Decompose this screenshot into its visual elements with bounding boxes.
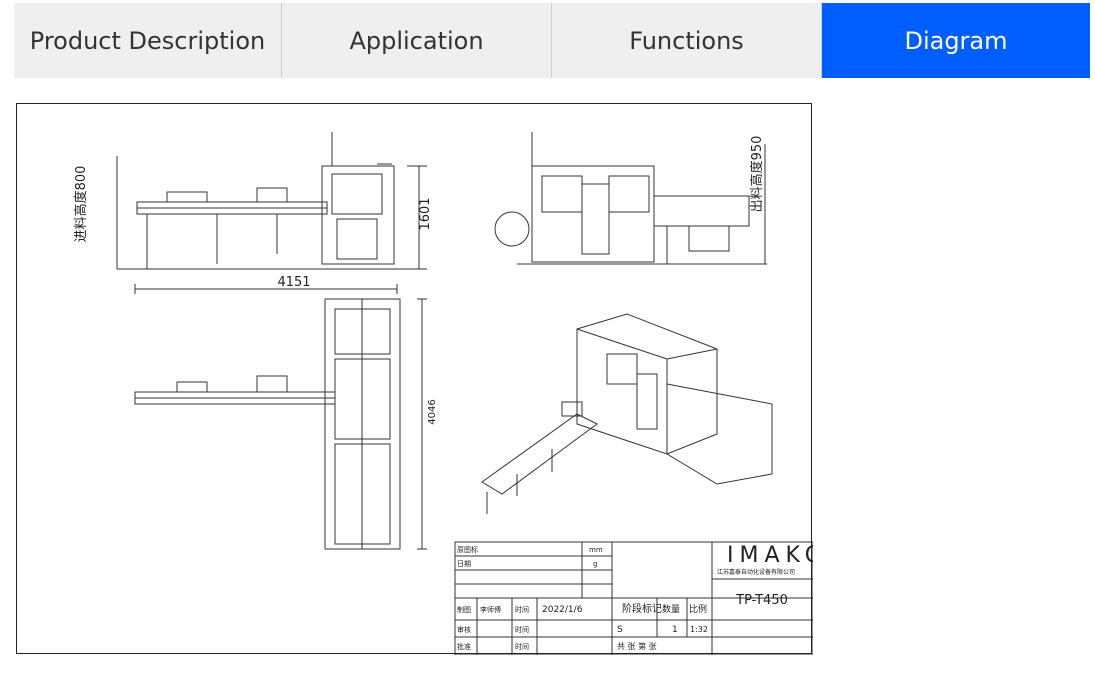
tab-application[interactable]: Application	[282, 3, 552, 78]
dim-depth: 4046	[427, 399, 438, 424]
dim-left-height: 进料高度800	[73, 166, 89, 243]
title-block	[454, 541, 813, 655]
weight-label: g	[593, 560, 597, 568]
qty-label: 数量	[662, 603, 680, 615]
dim-width: 4151	[277, 275, 310, 290]
company-subtitle: 江苏嘉泰自动化设备有限公司	[717, 568, 795, 576]
tab-bar: Product Description Application Function…	[14, 3, 1090, 78]
plan-view	[134, 284, 427, 550]
side-elevation	[494, 132, 767, 265]
dim-side-height: 出料高度950	[749, 136, 765, 213]
tab-diagram[interactable]: Diagram	[822, 3, 1090, 78]
company-logo-text: IMAKO	[727, 543, 813, 568]
time-label-2: 时间	[515, 625, 529, 634]
row-label-date: 日期	[457, 560, 471, 568]
row-label-original: 原图标	[457, 545, 478, 554]
drawing-date: 2022/1/6	[542, 605, 583, 615]
isometric-view	[481, 313, 773, 514]
dim-front-height: 1601	[418, 197, 433, 230]
stage-label: 阶段标记	[622, 602, 662, 615]
row-label-check: 审核	[457, 625, 471, 634]
front-elevation	[116, 132, 427, 270]
technical-drawing: 进料高度800 1601 出料高度950	[73, 132, 813, 655]
tab-functions[interactable]: Functions	[552, 3, 822, 78]
qty-value: 1	[672, 625, 678, 635]
row-label-approve: 批准	[457, 642, 471, 651]
time-label-1: 时间	[515, 605, 529, 614]
model-number: TP-T450	[735, 593, 788, 608]
scale-value: 1:32	[690, 625, 708, 634]
time-label-3: 时间	[515, 642, 529, 651]
unit-label: mm	[589, 546, 603, 554]
scale-label: 比例	[689, 603, 707, 615]
tab-product-description[interactable]: Product Description	[14, 3, 282, 78]
designer-name: 李师傅	[480, 605, 501, 614]
stage-value: S	[617, 625, 623, 635]
sheet-count: 共 张 第 张	[617, 641, 657, 651]
row-label-draw: 制图	[457, 605, 471, 614]
diagram-image: 进料高度800 1601 出料高度950	[16, 103, 813, 655]
